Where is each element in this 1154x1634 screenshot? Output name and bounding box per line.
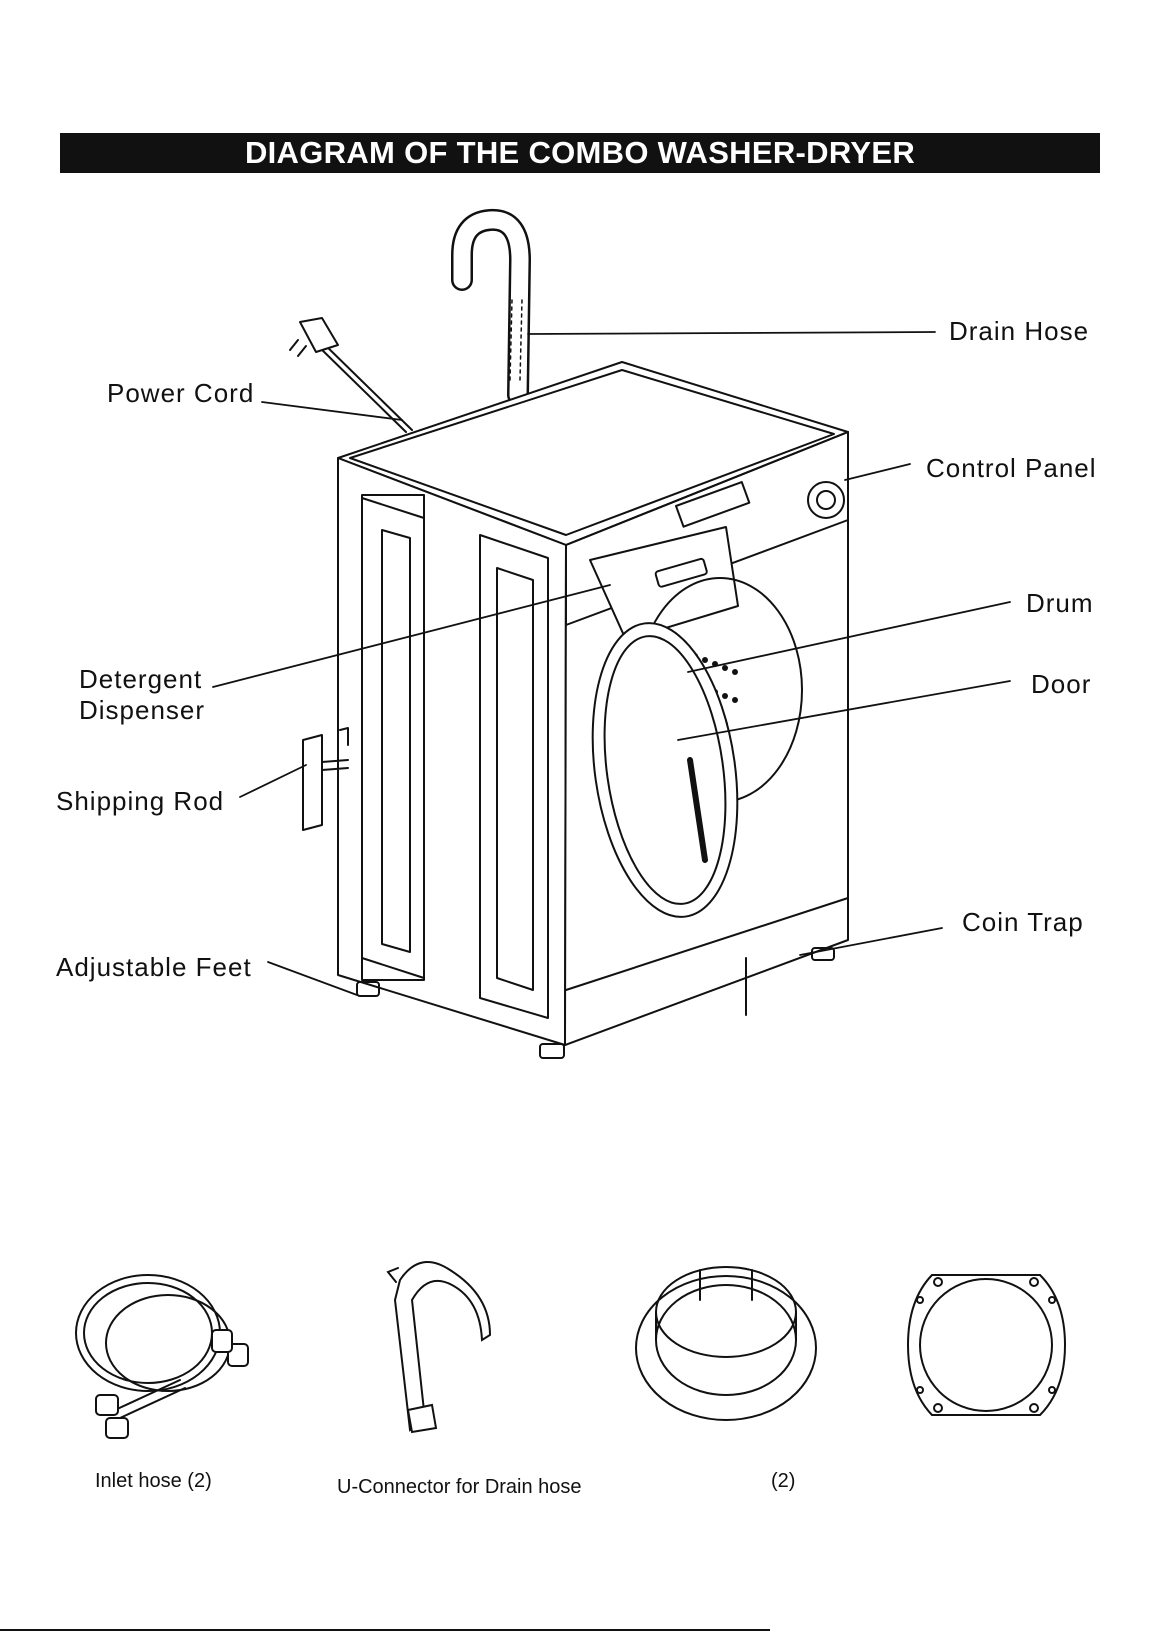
inlet-hose-icon [76,1275,248,1438]
caption-inlet-hose: Inlet hose (2) [95,1470,212,1493]
label-control-panel: Control Panel [926,453,1097,484]
label-drain-hose: Drain Hose [949,316,1089,347]
label-detergent-dispenser-line2: Dispenser [79,695,205,726]
label-adjustable-feet: Adjustable Feet [56,952,252,983]
label-drum: Drum [1026,588,1094,619]
label-door: Door [1031,669,1091,700]
label-detergent-dispenser-line1: Detergent [79,664,202,695]
power-cord-drawing [290,318,412,432]
ring-icon [636,1267,816,1420]
gasket-icon [908,1275,1065,1415]
label-shipping-rod: Shipping Rod [56,786,224,817]
caption-u-connector: U-Connector for Drain hose [337,1476,582,1499]
u-connector-icon [388,1262,490,1432]
caption-ring: (2) [771,1470,795,1493]
bottom-rule [0,1629,770,1631]
drain-hose-drawing [462,220,522,395]
label-power-cord: Power Cord [107,378,254,409]
side-panel-drawing [338,458,566,1045]
label-coin-trap: Coin Trap [962,907,1084,938]
